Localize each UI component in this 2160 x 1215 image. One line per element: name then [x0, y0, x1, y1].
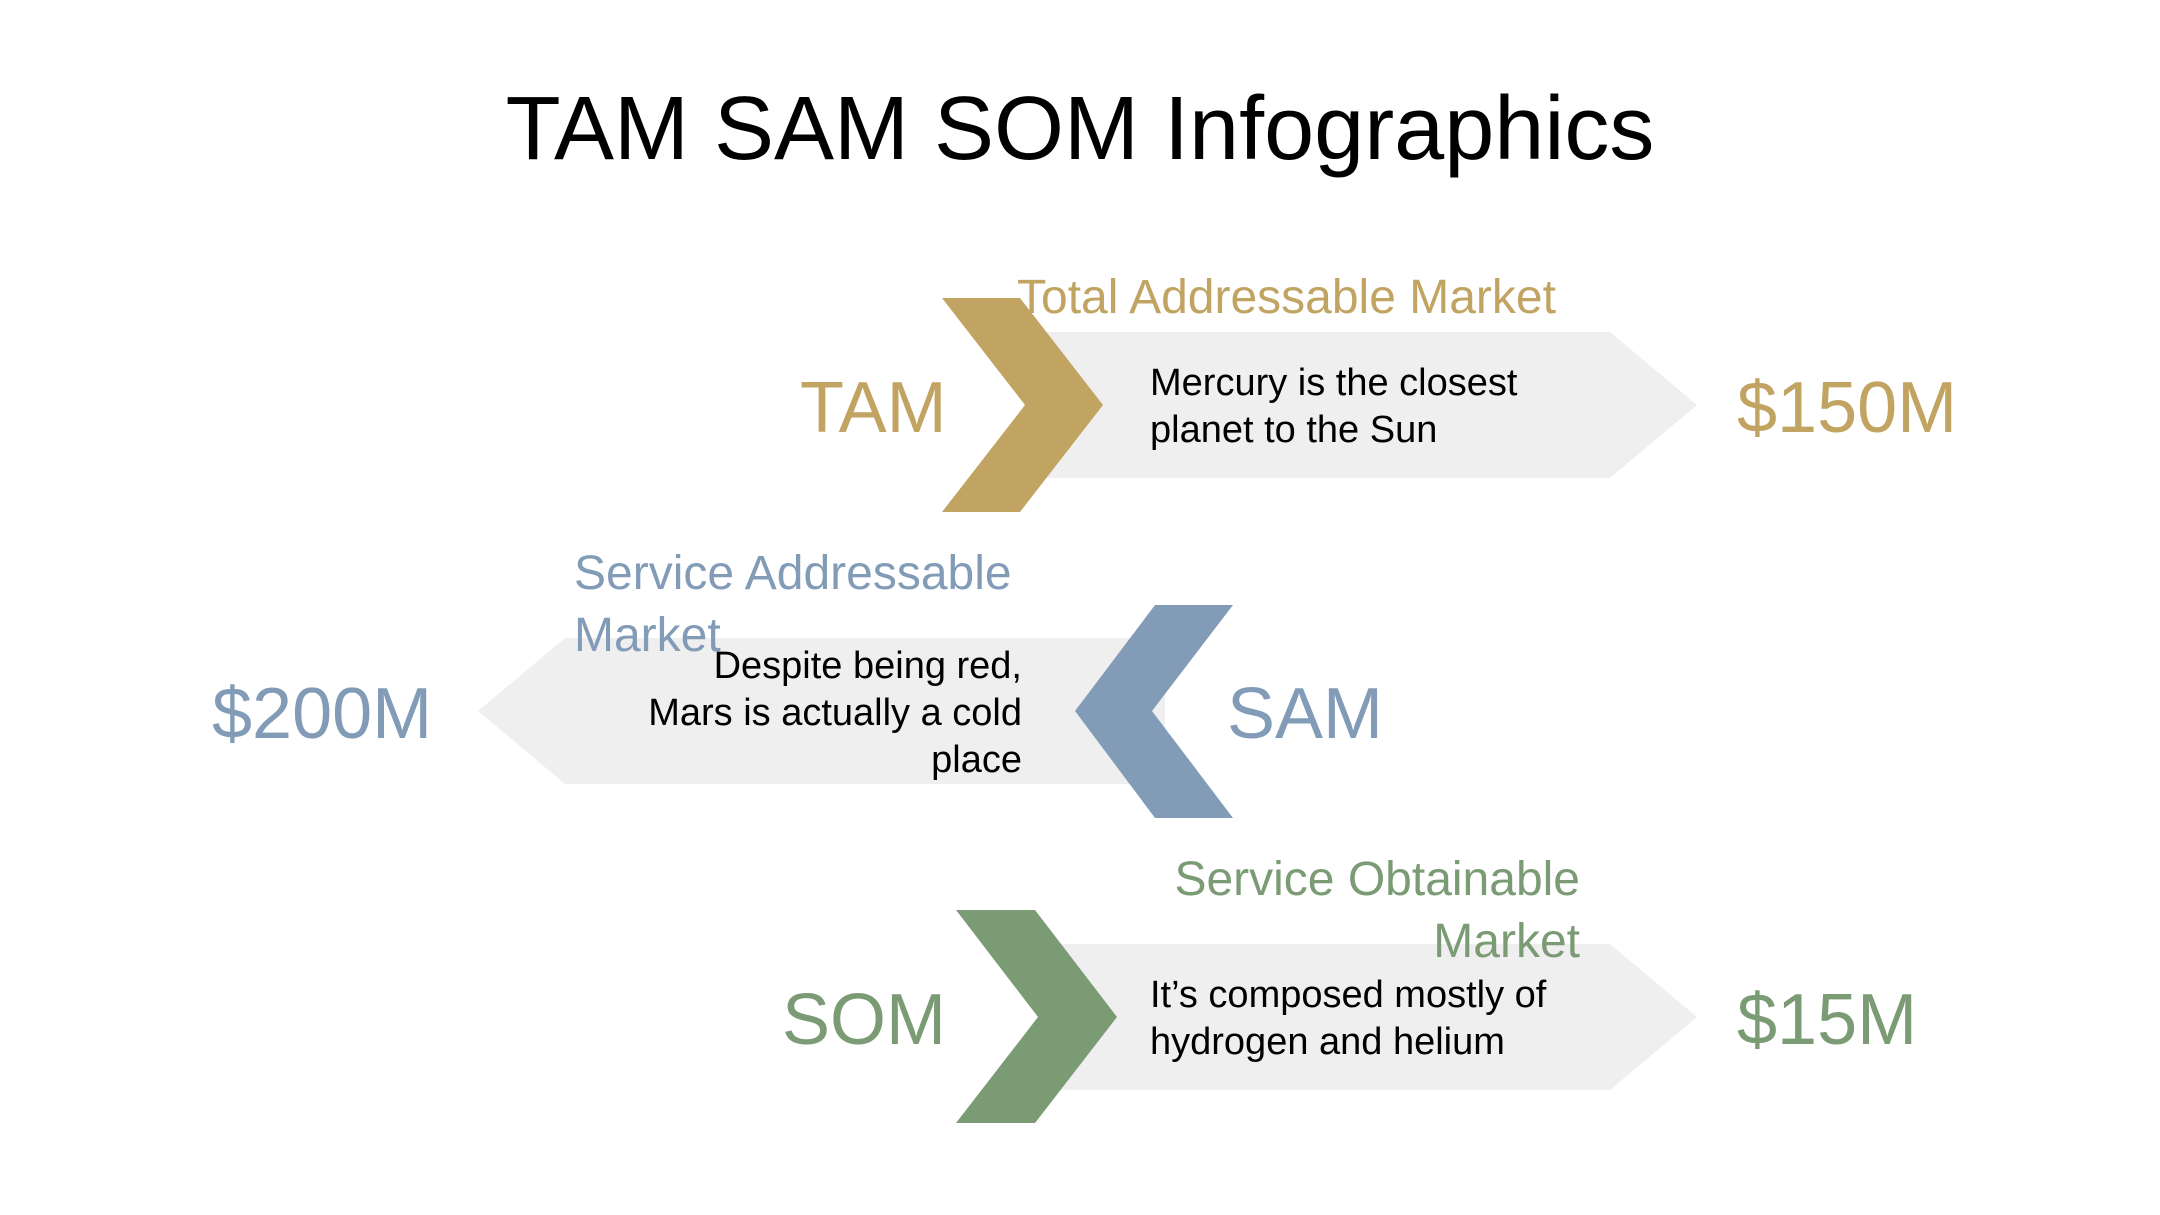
- sam-band-arrow: [478, 638, 1165, 784]
- som-chevron: [956, 910, 1117, 1123]
- sam-value: $200M: [212, 674, 433, 754]
- som-description-line: It’s composed mostly of: [1150, 974, 1547, 1016]
- sam-abbreviation: SAM: [1227, 674, 1384, 754]
- sam-description-line: Mars is actually a cold: [648, 692, 1022, 734]
- som-category-label: Service Obtainable Market: [1100, 849, 1580, 973]
- tam-value: $150M: [1737, 368, 1958, 448]
- som-description-line: hydrogen and helium: [1150, 1021, 1505, 1063]
- sam-description-line: place: [931, 739, 1022, 781]
- tam-abbreviation: TAM: [800, 368, 947, 448]
- som-value: $15M: [1737, 980, 1918, 1060]
- tam-description-line: planet to the Sun: [1150, 409, 1438, 451]
- tam-category-label: Total Addressable Market: [1017, 271, 1556, 324]
- tam-chevron: [942, 298, 1103, 512]
- sam-description: Despite being red, Mars is actually a co…: [600, 643, 1022, 784]
- sam-category-label: Service Addressable Market: [574, 543, 1012, 667]
- tam-description: Mercury is the closest planet to the Sun: [1150, 360, 1517, 454]
- som-abbreviation: SOM: [782, 980, 947, 1060]
- som-description: It’s composed mostly of hydrogen and hel…: [1150, 972, 1546, 1066]
- tam-band-arrow: [1035, 332, 1697, 478]
- sam-category-line: Service Addressable: [574, 547, 1012, 600]
- sam-description-line: Despite being red,: [713, 645, 1022, 687]
- som-category-line: Service Obtainable: [1174, 853, 1580, 906]
- page-title: TAM SAM SOM Infographics: [505, 79, 1655, 179]
- som-band-arrow: [1045, 944, 1697, 1090]
- tam-description-line: Mercury is the closest: [1150, 362, 1518, 404]
- som-category-line: Market: [1433, 915, 1580, 968]
- sam-category-line: Market: [574, 609, 721, 662]
- sam-chevron: [1075, 605, 1233, 818]
